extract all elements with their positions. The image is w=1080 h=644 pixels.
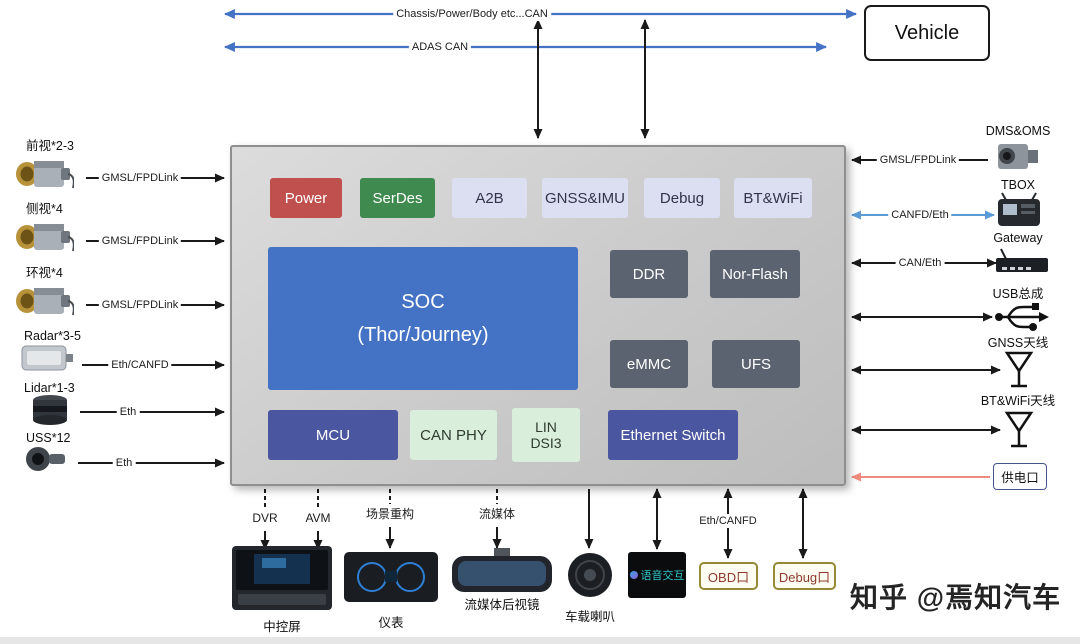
chip-gnss-imu: GNSS&IMU bbox=[542, 178, 628, 218]
front-camera-label: 前视*2-3 bbox=[26, 139, 74, 153]
lidar-label: Lidar*1-3 bbox=[24, 381, 75, 395]
center-screen-image bbox=[232, 546, 332, 612]
radar-label: Radar*3-5 bbox=[24, 329, 81, 343]
chip-nor-flash: Nor-Flash bbox=[710, 250, 800, 298]
instrument-cluster-label: 仪表 bbox=[378, 616, 404, 630]
voice-logo-icon bbox=[629, 571, 638, 579]
stream-media-label: 流媒体 bbox=[475, 507, 519, 521]
chip-bt-wifi: BT&WiFi bbox=[734, 178, 812, 218]
scene-reconstruction-label: 场景重构 bbox=[362, 507, 418, 521]
surround-camera-icon bbox=[14, 279, 75, 321]
vehicle-box: Vehicle bbox=[864, 5, 990, 61]
gnss-antenna-icon bbox=[1003, 350, 1035, 390]
gateway-bus-label: CAN/Eth bbox=[895, 256, 945, 270]
watermark: 知乎 @焉知汽车 bbox=[850, 582, 1062, 613]
lidar-bus-label: Eth bbox=[116, 405, 140, 419]
lidar-icon bbox=[28, 393, 72, 427]
uss-icon bbox=[22, 443, 70, 475]
radar-icon bbox=[20, 342, 76, 376]
chip-serdes: SerDes bbox=[360, 178, 435, 218]
usb-assembly-label: USB总成 bbox=[992, 287, 1044, 301]
bt-wifi-antenna-label: BT&WiFi天线 bbox=[980, 394, 1056, 408]
chip-ethernet-switch: Ethernet Switch bbox=[608, 410, 738, 460]
avm-label: AVM bbox=[302, 511, 334, 525]
soc-block: SOC (Thor/Journey) bbox=[268, 247, 578, 390]
chip-power: Power bbox=[270, 178, 342, 218]
chip-debug: Debug bbox=[644, 178, 720, 218]
voice-interaction-box: 语音交互 bbox=[628, 552, 686, 598]
gateway-label: Gateway bbox=[993, 231, 1043, 245]
chip-emmc: eMMC bbox=[610, 340, 688, 388]
tbox-label: TBOX bbox=[1000, 178, 1036, 192]
tbox-icon bbox=[996, 192, 1044, 230]
chip-lin-dsi3: LIN DSI3 bbox=[512, 408, 580, 462]
speaker-image bbox=[566, 551, 614, 599]
instrument-cluster-image bbox=[344, 552, 438, 604]
bus-label-adas-can: ADAS CAN bbox=[408, 40, 472, 54]
bt-wifi-antenna-icon bbox=[1003, 410, 1035, 450]
soc-name: SOC bbox=[401, 290, 445, 313]
dsi3-label: DSI3 bbox=[530, 435, 562, 451]
power-port-box: 供电口 bbox=[993, 463, 1047, 490]
radar-bus-label: Eth/CANFD bbox=[108, 358, 172, 372]
chip-can-phy: CAN PHY bbox=[410, 410, 497, 460]
voice-interaction-label: 语音交互 bbox=[640, 570, 685, 582]
gnss-antenna-label: GNSS天线 bbox=[987, 336, 1049, 350]
chip-ufs: UFS bbox=[712, 340, 800, 388]
chip-mcu: MCU bbox=[268, 410, 398, 460]
footer-strip bbox=[0, 637, 1080, 644]
usb-icon bbox=[994, 301, 1050, 333]
dms-camera-icon bbox=[992, 137, 1044, 175]
speaker-label: 车载喇叭 bbox=[564, 610, 616, 624]
center-screen-label: 中控屏 bbox=[263, 620, 301, 634]
side-camera-label: 侧视*4 bbox=[26, 202, 63, 216]
side-camera-bus-label: GMSL/FPDLink bbox=[98, 234, 182, 248]
dvr-label: DVR bbox=[249, 511, 281, 525]
chip-a2b: A2B bbox=[452, 178, 527, 218]
dms-bus-label: GMSL/FPDLink bbox=[876, 153, 960, 167]
uss-label: USS*12 bbox=[26, 431, 71, 445]
tbox-bus-label: CANFD/Eth bbox=[888, 208, 952, 222]
surround-camera-bus-label: GMSL/FPDLink bbox=[98, 298, 182, 312]
uss-bus-label: Eth bbox=[112, 456, 136, 470]
bus-label-chassis-can: Chassis/Power/Body etc...CAN bbox=[393, 7, 551, 21]
gateway-icon bbox=[994, 248, 1050, 276]
front-camera-icon bbox=[14, 152, 75, 194]
side-camera-icon bbox=[14, 215, 75, 257]
obd-port-box: OBD口 bbox=[699, 562, 758, 590]
stream-mirror-image bbox=[452, 548, 552, 596]
chip-ddr: DDR bbox=[610, 250, 688, 298]
lin-label: LIN bbox=[535, 419, 557, 435]
stream-mirror-label: 流媒体后视镜 bbox=[464, 598, 540, 612]
dms-oms-label: DMS&OMS bbox=[985, 124, 1051, 138]
eth-canfd-label: Eth/CANFD bbox=[696, 514, 760, 528]
surround-camera-label: 环视*4 bbox=[26, 266, 63, 280]
debug-port-box: Debug口 bbox=[773, 562, 836, 590]
front-camera-bus-label: GMSL/FPDLink bbox=[98, 171, 182, 185]
soc-variant: (Thor/Journey) bbox=[357, 323, 489, 346]
